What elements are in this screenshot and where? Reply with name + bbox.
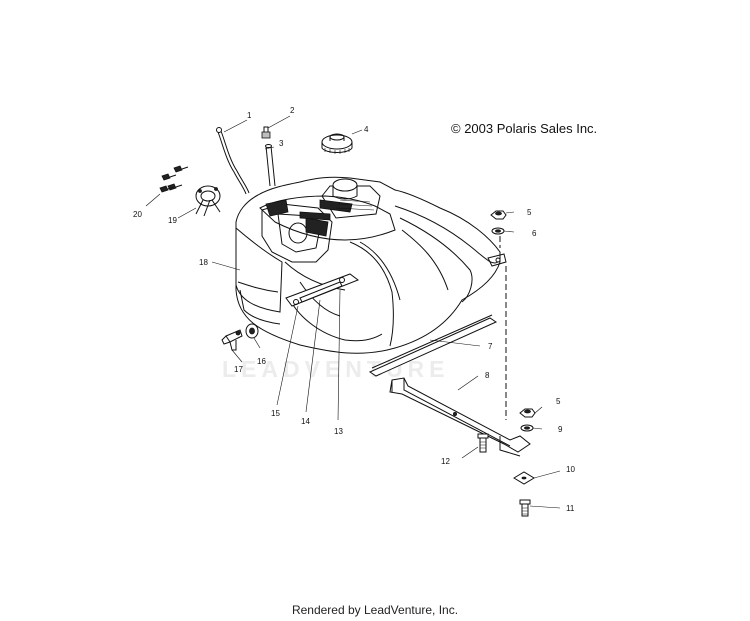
callout-16: 16 [257,357,266,366]
callout-19: 19 [168,216,177,225]
callout-5-bottom: 5 [556,397,561,406]
part-gas-cap [321,133,353,154]
part-bolt-12 [477,433,489,453]
part-square-washer [513,471,535,485]
alignment-line [499,236,507,420]
callout-11: 11 [566,504,575,513]
callout-18: 18 [199,258,208,267]
callout-13: 13 [334,427,343,436]
callout-14: 14 [301,417,310,426]
leader-lines [145,115,561,509]
callout-1: 1 [247,111,252,120]
part-screws [159,165,189,193]
callout-20: 20 [133,210,142,219]
part-vent-hose [216,127,250,195]
part-fitting [261,126,271,139]
callout-8: 8 [485,371,490,380]
part-tube [265,144,276,187]
callout-15: 15 [271,409,280,418]
callout-7: 7 [488,342,493,351]
callout-numbers: 1 2 3 4 5 6 7 8 5 9 10 11 12 13 14 15 16… [133,106,575,513]
fuel-tank [235,176,507,354]
callout-9: 9 [558,425,563,434]
part-bolt-11 [519,499,531,517]
part-grommet [245,323,259,339]
copyright-text: © 2003 Polaris Sales Inc. [451,121,598,136]
part-nut-bottom [519,408,536,418]
callout-12: 12 [441,457,450,466]
part-valve [221,329,243,351]
part-washer-top [491,227,505,235]
footer-credit: Rendered by LeadVenture, Inc. [291,603,459,617]
callout-2: 2 [290,106,295,115]
part-washer-bottom [520,424,534,432]
part-fuel-sender [195,185,221,217]
callout-3: 3 [279,139,284,148]
callout-6: 6 [532,229,537,238]
part-mount-bracket [389,377,531,457]
callout-10: 10 [566,465,575,474]
callout-17: 17 [234,365,243,374]
part-nut-top [490,210,507,220]
callout-5-top: 5 [527,208,532,217]
callout-4: 4 [364,125,369,134]
part-pad-strip [368,314,498,377]
